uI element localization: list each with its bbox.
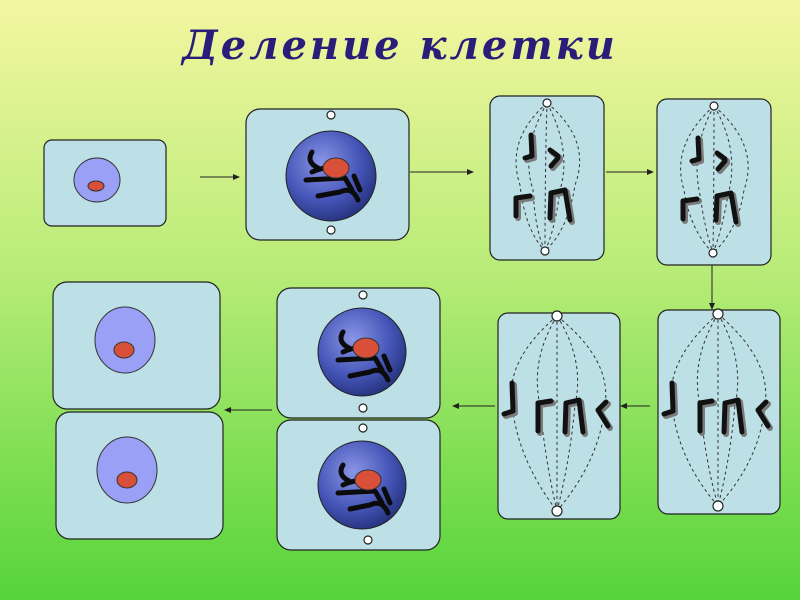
- arrow-3: [606, 169, 654, 175]
- nucleolus-bottom: [355, 470, 381, 490]
- centriole: [552, 311, 562, 321]
- nucleolus: [88, 181, 104, 191]
- daughter-cells: [53, 282, 223, 539]
- metaphase-cell-2: [657, 99, 771, 265]
- nucleus-bottom: [97, 437, 157, 503]
- nucleus: [74, 158, 120, 202]
- nucleolus-bottom: [117, 472, 137, 488]
- nucleolus-top: [114, 342, 134, 358]
- centriole: [709, 249, 717, 257]
- centriole: [543, 99, 551, 107]
- nucleus-top: [95, 307, 155, 373]
- centriole: [327, 111, 335, 119]
- prophase-cell: [246, 109, 409, 240]
- interphase-cell: [44, 140, 166, 226]
- arrow-4: [709, 265, 715, 310]
- metaphase-cell: [490, 96, 604, 260]
- centriole: [359, 424, 367, 432]
- centriole: [710, 102, 718, 110]
- anaphase-cell: [498, 311, 620, 519]
- anaphase-cell-2: [658, 309, 780, 514]
- nucleolus: [323, 158, 349, 178]
- centriole: [713, 501, 723, 511]
- cell-membrane: [490, 96, 604, 260]
- telophase-cells: [277, 288, 440, 550]
- arrow-6: [452, 403, 495, 409]
- centriole: [359, 291, 367, 299]
- arrow-7: [224, 407, 272, 413]
- arrow-1: [200, 174, 240, 180]
- arrow-2: [410, 169, 474, 175]
- arrow-5: [620, 403, 650, 409]
- centriole: [327, 226, 335, 234]
- centriole: [541, 247, 549, 255]
- nucleolus-top: [353, 338, 379, 358]
- centriole: [359, 404, 367, 412]
- centriole: [552, 506, 562, 516]
- centriole: [713, 309, 723, 319]
- centriole: [364, 536, 372, 544]
